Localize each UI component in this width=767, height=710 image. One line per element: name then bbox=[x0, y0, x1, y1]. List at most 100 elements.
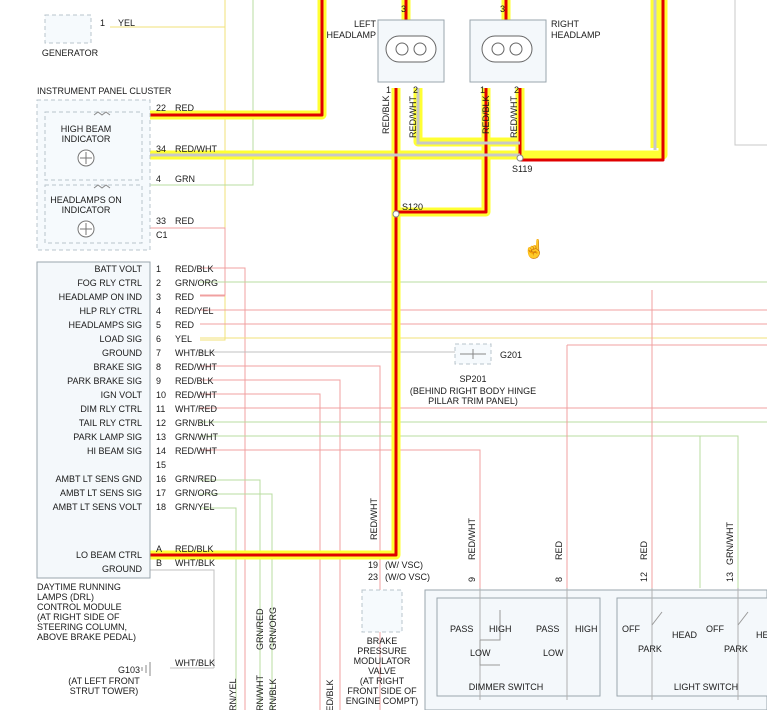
resistor-icon bbox=[93, 111, 111, 116]
g103-ground: WHT/BLK G103 (AT LEFT FRONT STRUT TOWER) bbox=[68, 658, 215, 696]
drl-pin-wire-11: WHT/RED bbox=[175, 404, 217, 414]
ground-icon-2 bbox=[141, 662, 151, 676]
drl-pin-name-14: HI BEAM SIG bbox=[87, 446, 142, 456]
instrument-panel-cluster: INSTRUMENT PANEL CLUSTER HIGH BEAM INDIC… bbox=[36, 86, 217, 251]
brake-valve-line-2: MODULATOR bbox=[354, 656, 411, 666]
right-headlamp-pin1: 1 bbox=[480, 85, 485, 95]
drl-pin-number-7: 7 bbox=[156, 348, 161, 358]
splices: S119 S120 bbox=[392, 154, 532, 218]
brake-valve-line-6: ENGINE COMPT) bbox=[346, 696, 419, 706]
dimmer-contacts bbox=[479, 610, 501, 666]
drl-pin-number-11: 11 bbox=[156, 404, 165, 414]
splice-s119-icon bbox=[516, 154, 524, 162]
bottom-wire-1: GRN/RED bbox=[255, 608, 265, 650]
g103-label: G103 bbox=[118, 665, 140, 675]
drl-pin-number-15: 15 bbox=[156, 460, 166, 470]
drl-pin-number-10: 10 bbox=[156, 390, 166, 400]
left-headlamp-label-2: HEADLAMP bbox=[326, 30, 376, 40]
left-headlamp-pin2: 2 bbox=[413, 85, 418, 95]
drl-desc-5: ABOVE BRAKE PEDAL) bbox=[37, 632, 136, 642]
left-headlamp-bulb-icon bbox=[385, 35, 437, 63]
generator-wire: YEL bbox=[118, 18, 135, 28]
dimmer-low-1: LOW bbox=[470, 648, 491, 658]
drl-desc-3: (AT RIGHT SIDE OF bbox=[37, 612, 120, 622]
vsc-pin-19: 19 bbox=[368, 560, 378, 570]
light-park-1: PARK bbox=[638, 644, 662, 654]
light-off-1: OFF bbox=[622, 624, 640, 634]
dimmer-pass-2: PASS bbox=[536, 624, 559, 634]
vsc-wire: RED/WHT bbox=[369, 498, 379, 540]
drl-pin-name-11: DIM RLY CTRL bbox=[80, 404, 142, 414]
drl-pin-wire-14: RED/WHT bbox=[175, 446, 217, 456]
cluster-wire-4: GRN bbox=[175, 174, 195, 184]
vsc-without: (W/O VSC) bbox=[385, 572, 430, 582]
headlamps-on-label: HEADLAMPS ON bbox=[50, 195, 122, 205]
high-beam-indicator-box bbox=[44, 111, 143, 181]
light-park-2: PARK bbox=[724, 644, 748, 654]
generator-label: GENERATOR bbox=[42, 48, 99, 58]
dimmer-wire-a: RED/WHT bbox=[467, 518, 477, 560]
drl-pin-name-2: FOG RLY CTRL bbox=[77, 278, 142, 288]
drl-pin-wire-16: GRN/RED bbox=[175, 474, 217, 484]
g201-ground: G201 SP201 (BEHIND RIGHT BODY HINGE PILL… bbox=[410, 343, 536, 406]
sp201-desc-2: PILLAR TRIM PANEL) bbox=[428, 396, 518, 406]
drl-pin-wire-5: RED bbox=[175, 320, 195, 330]
drl-pin-wire-8: RED/WHT bbox=[175, 362, 217, 372]
dimmer-high-1: HIGH bbox=[489, 624, 512, 634]
drl-ground-name: GROUND bbox=[102, 564, 142, 574]
resistor-icon-2 bbox=[93, 184, 111, 189]
dimmer-low-2: LOW bbox=[543, 648, 564, 658]
drl-pin-number-13: 13 bbox=[156, 432, 166, 442]
splice-s119-label: S119 bbox=[512, 164, 532, 174]
dimmer-title: DIMMER SWITCH bbox=[469, 682, 544, 692]
brake-valve-line-4: (AT RIGHT bbox=[360, 676, 405, 686]
generator-pin: 1 bbox=[100, 18, 105, 28]
drl-pin-name-10: IGN VOLT bbox=[101, 390, 143, 400]
generator-box bbox=[44, 14, 92, 44]
drl-desc-4: STEERING COLUMN, bbox=[37, 622, 127, 632]
bottom-wire-labels: GRN/RED GRN/ORG GRN/YEL GRN/WHT GRN/BLK … bbox=[228, 607, 335, 710]
splice-s120-icon bbox=[392, 210, 400, 218]
cluster-pin-34: 34 bbox=[156, 144, 166, 154]
g103-desc-1: (AT LEFT FRONT bbox=[68, 676, 140, 686]
drl-pin-name-1: BATT VOLT bbox=[94, 264, 142, 274]
cluster-wire-33: RED bbox=[175, 216, 195, 226]
left-headlamp-wire2: RED/WHT bbox=[408, 96, 418, 138]
cluster-pin-22: 22 bbox=[156, 103, 166, 113]
drl-pin-name-3: HEADLAMP ON IND bbox=[59, 292, 143, 302]
brake-valve-line-1: PRESSURE bbox=[357, 646, 407, 656]
drl-pin-number-4: 4 bbox=[156, 306, 161, 316]
drl-pin-wire-7: WHT/BLK bbox=[175, 348, 215, 358]
dimmer-switch-box bbox=[436, 597, 601, 697]
right-headlamp-wire1: RED/BLK bbox=[481, 95, 491, 134]
bottom-wire-4: GRN/WHT bbox=[255, 675, 265, 710]
highlighted-circuit bbox=[150, 0, 668, 560]
right-headlamp-top-pin: 3 bbox=[500, 4, 505, 14]
right-headlamp-bulb-icon bbox=[481, 35, 533, 63]
brake-valve-box bbox=[361, 589, 403, 633]
brake-valve-line-0: BRAKE bbox=[367, 636, 398, 646]
cluster-connector: C1 bbox=[156, 230, 168, 240]
light-switch-box bbox=[616, 597, 767, 697]
light-pin-b: 13 bbox=[725, 572, 735, 582]
drl-ground-wire: WHT/BLK bbox=[175, 558, 215, 568]
drl-pin-wire-2: GRN/ORG bbox=[175, 278, 218, 288]
brake-valve-line-5: FRONT SIDE OF bbox=[347, 686, 417, 696]
dimmer-pin-a: 9 bbox=[467, 577, 477, 582]
switch-assembly: RED/WHT RED 9 8 PASS HIGH PASS HIGH LOW … bbox=[424, 518, 767, 710]
drl-pin-wire-3: RED bbox=[175, 292, 195, 302]
drl-module-box bbox=[36, 261, 151, 579]
drl-pin-name-16: AMBT LT SENS GND bbox=[55, 474, 142, 484]
light-off-2: OFF bbox=[706, 624, 724, 634]
drl-pin-name-9: PARK BRAKE SIG bbox=[67, 376, 142, 386]
cluster-pin-4: 4 bbox=[156, 174, 161, 184]
drl-pin-wire-1: RED/BLK bbox=[175, 264, 214, 274]
left-headlamp: LEFT HEADLAMP 3 1 2 RED/BLK RED/WHT bbox=[326, 4, 445, 138]
drl-pin-wire-13: GRN/WHT bbox=[175, 432, 218, 442]
left-headlamp-label: LEFT bbox=[354, 19, 377, 29]
drl-lo-beam-name: LO BEAM CTRL bbox=[76, 550, 142, 560]
left-headlamp-pin1: 1 bbox=[386, 85, 391, 95]
light-head-2: HE bbox=[756, 630, 767, 640]
dimmer-high-2: HIGH bbox=[575, 624, 598, 634]
